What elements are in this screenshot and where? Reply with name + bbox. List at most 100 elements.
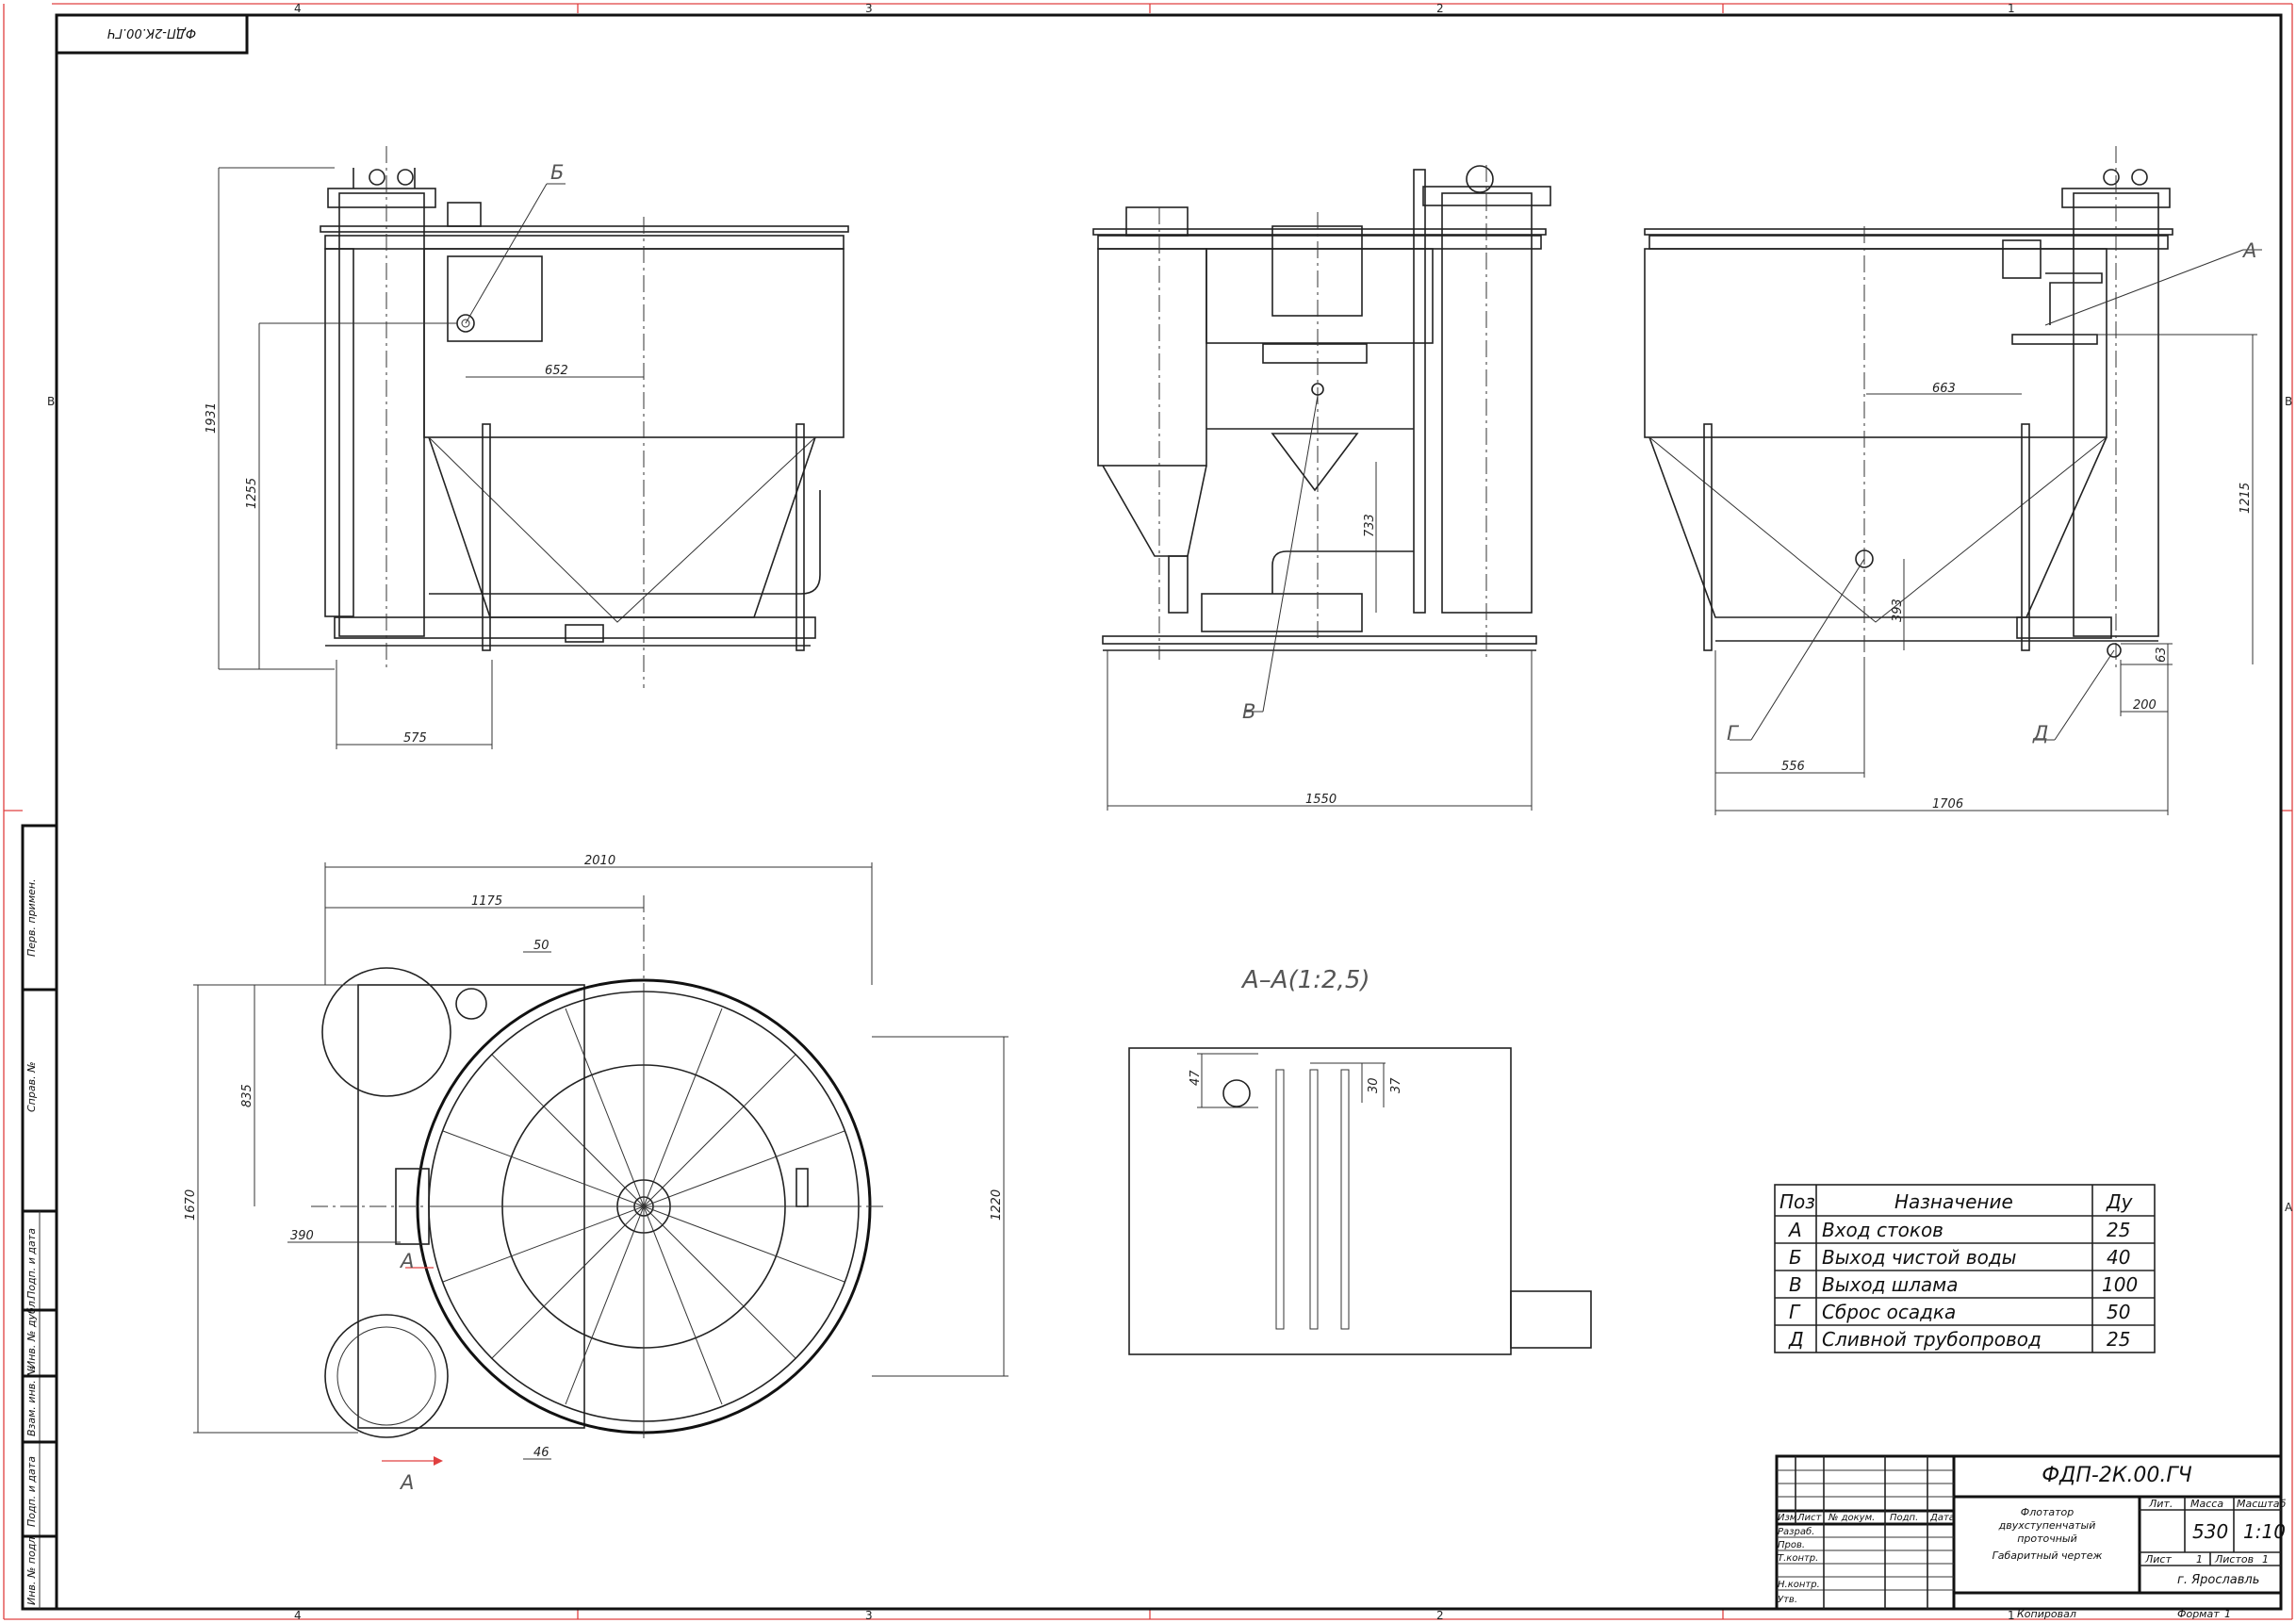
dim-label: 2010	[584, 854, 615, 868]
title-block-grid	[1777, 1456, 1954, 1609]
dim-label: 663	[1932, 382, 1956, 396]
format-label: Формат	[2177, 1608, 2220, 1620]
main-frame	[55, 13, 2283, 1611]
scale-label: Масштаб	[2237, 1498, 2286, 1510]
table-cell: 100	[2102, 1273, 2138, 1296]
format-number: 1	[2224, 1608, 2231, 1620]
dim-label: 1670	[184, 1189, 198, 1221]
stamp-label: Перв. примен.	[25, 878, 38, 957]
stamp-label: Подп. и дата	[25, 1456, 38, 1527]
col-head: Лист	[1796, 1513, 1823, 1523]
dim-label: 556	[1781, 760, 1805, 774]
table-cell: 25	[2107, 1328, 2130, 1351]
sheets-label: Листов	[2214, 1553, 2254, 1566]
table-cell: Выход чистой воды	[1822, 1246, 2016, 1269]
corner-code-box: ФДП-2К.00.ГЧ	[55, 13, 249, 55]
table-cell: А	[1787, 1219, 1802, 1241]
role-label: Пров.	[1778, 1540, 1805, 1550]
plan-view: А А 2010 1175 50 1670 835 1220 390 46	[184, 854, 1009, 1494]
col-head: № докум.	[1828, 1513, 1875, 1523]
right-view: А Г Д 663 1215 393 63 200 556 1706	[1644, 146, 2262, 815]
copied-label: Копировал	[2017, 1608, 2076, 1620]
table-cell: В	[1789, 1273, 1802, 1296]
dim-label: 1255	[245, 478, 259, 509]
zone-label: 4	[294, 1609, 302, 1622]
title-line: Флотатор	[2021, 1506, 2075, 1518]
callout-label: Б	[550, 161, 564, 184]
zone-label: 1	[2008, 2, 2015, 15]
table-cell: Выход шлама	[1822, 1273, 1958, 1296]
zone-label: 3	[865, 1609, 873, 1622]
dim-label: 1931	[205, 402, 219, 434]
callout-label: А	[2241, 239, 2256, 262]
dim-label: 652	[545, 364, 568, 378]
zone-label: 3	[865, 2, 873, 15]
stamp-label: Подп. и дата	[25, 1228, 38, 1299]
table-cell: 40	[2107, 1246, 2130, 1269]
dim-label: 1550	[1305, 793, 1337, 807]
front-view: 1931 1255 652 575 Б	[205, 146, 849, 749]
dim-label: 575	[403, 731, 427, 746]
dim-label: 733	[1363, 514, 1377, 537]
doc-code: ФДП-2К.00.ГЧ	[2042, 1464, 2192, 1487]
dim-label: 835	[240, 1084, 254, 1107]
table-cell: Вход стоков	[1822, 1219, 1943, 1241]
title-block: ФДП-2К.00.ГЧ Флотатор двухступенчатый пр…	[1775, 1454, 2286, 1620]
section-label: А	[399, 1250, 414, 1272]
dim-label: 50	[533, 939, 549, 953]
corner-code: ФДП-2К.00.ГЧ	[107, 25, 196, 40]
mass-label: Масса	[2190, 1498, 2223, 1510]
title-line: двухступенчатый	[1998, 1519, 2096, 1532]
zone-label: В	[2285, 395, 2292, 408]
section-view: А–А(1:2,5) 47 30 37	[1128, 966, 1592, 1355]
dim-label: 1215	[2239, 483, 2253, 514]
dim-label: 37	[1389, 1077, 1403, 1093]
position-table: Поз Назначение Ду А Вход стоков 25 Б Вых…	[1774, 1184, 2156, 1353]
zone-label: 4	[294, 2, 302, 15]
dim-label: 393	[1891, 598, 1905, 622]
col-head: Изм.	[1778, 1513, 1800, 1523]
stamp-label: Инв. № подл.	[25, 1533, 38, 1605]
role-label: Разраб.	[1778, 1526, 1814, 1537]
section-label: А	[399, 1471, 414, 1494]
role-label: Утв.	[1778, 1595, 1797, 1605]
stamp-label: Справ. №	[25, 1061, 38, 1112]
callout-label: Д	[2032, 722, 2048, 745]
dim-label: 47	[1189, 1070, 1203, 1086]
side-stamp-strip: Перв. примен. Справ. № Подп. и дата Инв.…	[21, 824, 58, 1611]
zone-label: 1	[2008, 1609, 2015, 1622]
zone-label: В	[47, 395, 55, 408]
lit-label: Лит.	[2148, 1498, 2173, 1510]
title-line: Габаритный чертеж	[1993, 1549, 2103, 1562]
zone-label: 2	[1436, 1609, 1444, 1622]
dim-label: 1220	[990, 1189, 1004, 1221]
table-header: Поз	[1779, 1190, 1815, 1213]
stamp-label: Взам. инв. №	[25, 1366, 38, 1436]
title-line: проточный	[2017, 1533, 2077, 1545]
dim-label: 46	[533, 1446, 549, 1460]
dim-label: 30	[1367, 1077, 1381, 1093]
mass-value: 530	[2192, 1520, 2228, 1543]
table-cell: Б	[1789, 1246, 1802, 1269]
table-header: Ду	[2106, 1190, 2134, 1213]
stamp-label: Инв. № дубл.	[25, 1298, 38, 1369]
table-cell: Г	[1789, 1301, 1801, 1323]
sheets-number: 1	[2262, 1553, 2269, 1566]
table-cell: 25	[2107, 1219, 2130, 1241]
zone-label: А	[2285, 1201, 2293, 1214]
table-cell: Сброс осадка	[1822, 1301, 1956, 1323]
dim-label: 200	[2133, 698, 2157, 713]
dim-label: 1706	[1932, 797, 1963, 812]
role-label: Т.контр.	[1778, 1553, 1818, 1564]
table-header: Назначение	[1894, 1190, 2013, 1213]
side-view: В 1550 733	[1092, 165, 1551, 811]
dim-label: 63	[2155, 647, 2169, 663]
table-cell: Сливной трубопровод	[1822, 1328, 2042, 1351]
col-head: Дата	[1929, 1513, 1955, 1523]
col-head: Подп.	[1890, 1513, 1918, 1523]
callout-label: В	[1242, 700, 1255, 723]
zone-label: 2	[1436, 2, 1444, 15]
sheet-number: 1	[2196, 1553, 2203, 1566]
table-cell: 50	[2107, 1301, 2130, 1323]
